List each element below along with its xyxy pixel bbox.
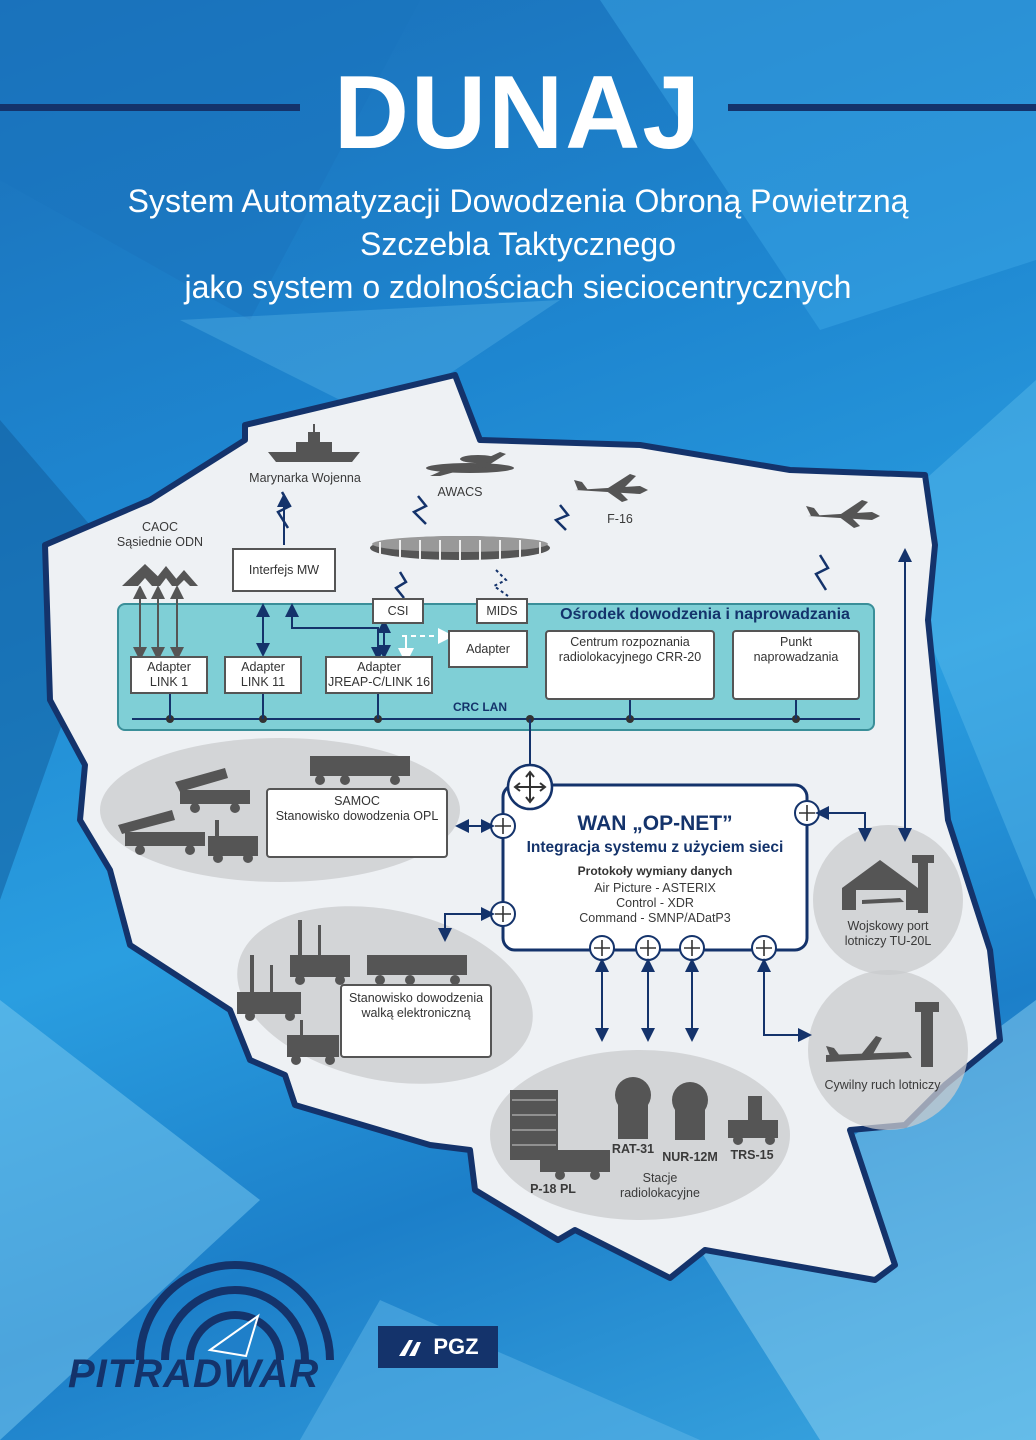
port-label: Wojskowy port lotniczy TU-20L bbox=[828, 919, 948, 949]
mids-box: MIDS bbox=[476, 598, 528, 624]
stations-line-1: Stacje bbox=[642, 1171, 678, 1185]
port-line-1: Wojskowy port bbox=[847, 919, 929, 933]
protocol-air-picture: Air Picture - ASTERIX bbox=[594, 881, 716, 895]
crr20-line-1: Centrum rozpoznania bbox=[570, 635, 690, 649]
punkt-box: Punkt naprowadzania bbox=[732, 630, 860, 700]
protocols-title: Protokoły wymiany danych bbox=[577, 864, 733, 878]
wan-title: WAN „OP-NET” bbox=[577, 812, 733, 835]
router-icons bbox=[490, 763, 820, 961]
wan-subtitle: Integracja systemu z użyciem sieci bbox=[526, 839, 784, 856]
missile-launcher-icons bbox=[118, 756, 410, 863]
protocols-list: Air Picture - ASTERIX Control - XDR Comm… bbox=[503, 881, 807, 926]
crr20-line-2: radiolokacyjnego CRR-20 bbox=[558, 650, 702, 664]
adapter-link11-line-1: Adapter bbox=[241, 660, 285, 674]
stations-label: Stacje radiolokacyjne bbox=[605, 1171, 715, 1201]
hangar-icon bbox=[842, 855, 934, 913]
punkt-line-1: Punkt bbox=[780, 635, 812, 649]
adapter-link11-line-2: LINK 11 bbox=[240, 675, 286, 689]
pgz-text: PGZ bbox=[433, 1334, 479, 1359]
header-rule-right bbox=[728, 104, 1036, 111]
adapter-jreap-line-1: Adapter bbox=[357, 660, 401, 674]
radar-station-icons bbox=[510, 1077, 778, 1180]
adapter-box: Adapter bbox=[448, 630, 528, 668]
f16-icon bbox=[574, 474, 648, 502]
protocol-command: Command - SMNP/ADatP3 bbox=[579, 911, 731, 925]
pitradwar-logo-jet bbox=[207, 1313, 260, 1358]
trs15-label: TRS-15 bbox=[730, 1148, 774, 1162]
stations-line-2: radiolokacyjne bbox=[620, 1186, 700, 1200]
adapter-link1-box: Adapter LINK 1 bbox=[130, 656, 208, 694]
antenna-ring-icon bbox=[370, 536, 550, 560]
subtitle-line-2: Szczebla Taktycznego bbox=[359, 226, 677, 262]
ew-line-1: Stanowisko dowodzenia bbox=[348, 991, 484, 1005]
protocol-control: Control - XDR bbox=[616, 896, 694, 910]
awacs-icon bbox=[426, 452, 514, 476]
civil-airport-icon bbox=[826, 1002, 939, 1067]
samoc-line-1: SAMOC bbox=[334, 794, 380, 808]
caoc-label: CAOC Sąsiednie ODN bbox=[105, 520, 215, 550]
adapter-jreap-line-2: JREAP-C/LINK 16 bbox=[327, 675, 431, 689]
adapter-link1-line-1: Adapter bbox=[147, 660, 191, 674]
p18-label: P-18 PL bbox=[530, 1182, 576, 1196]
subtitle-line-3: jako system o zdolnościach sieciocentryc… bbox=[184, 269, 852, 305]
subtitle-line-1: System Automatyzacji Dowodzenia Obroną P… bbox=[127, 183, 909, 219]
adapter-link11-box: Adapter LINK 11 bbox=[224, 656, 302, 694]
pitradwar-logo: PITRADWAR bbox=[68, 1352, 320, 1396]
caoc-line-2: Sąsiednie ODN bbox=[116, 535, 204, 549]
interfejs-mw-box: Interfejs MW bbox=[232, 548, 336, 592]
pgz-mark-icon bbox=[399, 1340, 422, 1356]
samoc-box: SAMOC Stanowisko dowodzenia OPL bbox=[266, 788, 448, 858]
ship-icon bbox=[268, 424, 360, 462]
awacs-label: AWACS bbox=[437, 485, 483, 499]
fighter-icon-right bbox=[806, 500, 880, 528]
crr20-box: Centrum rozpoznania radiolokacyjnego CRR… bbox=[545, 630, 715, 700]
crc-lan-label: CRC LAN bbox=[453, 700, 507, 714]
csi-box: CSI bbox=[372, 598, 424, 624]
caoc-line-1: CAOC bbox=[141, 520, 179, 534]
page-title: DUNAJ bbox=[333, 55, 703, 171]
pitradwar-logo-mark bbox=[136, 1261, 334, 1361]
ew-line-2: walką elektroniczną bbox=[361, 1006, 471, 1020]
samoc-line-2: Stanowisko dowodzenia OPL bbox=[275, 809, 439, 823]
osrodek-label: Ośrodek dowodzenia i naprowadzania bbox=[560, 606, 850, 623]
port-line-2: lotniczy TU-20L bbox=[844, 934, 932, 948]
marynarka-label: Marynarka Wojenna bbox=[249, 471, 361, 485]
caoc-bunker-icon bbox=[122, 564, 198, 586]
nur12m-label: NUR-12M bbox=[662, 1150, 718, 1164]
pgz-logo: PGZ bbox=[378, 1326, 498, 1368]
adapter-link1-line-2: LINK 1 bbox=[149, 675, 189, 689]
civil-label: Cywilny ruch lotniczy bbox=[824, 1078, 941, 1092]
f16-label: F-16 bbox=[607, 512, 633, 526]
ew-box: Stanowisko dowodzenia walką elektroniczn… bbox=[340, 984, 492, 1058]
header-rule-left bbox=[0, 104, 300, 111]
adapter-jreap-box: Adapter JREAP-C/LINK 16 bbox=[325, 656, 433, 694]
punkt-line-2: naprowadzania bbox=[753, 650, 839, 664]
ew-vehicle-icons bbox=[237, 920, 467, 1065]
rat31-label: RAT-31 bbox=[611, 1142, 655, 1156]
